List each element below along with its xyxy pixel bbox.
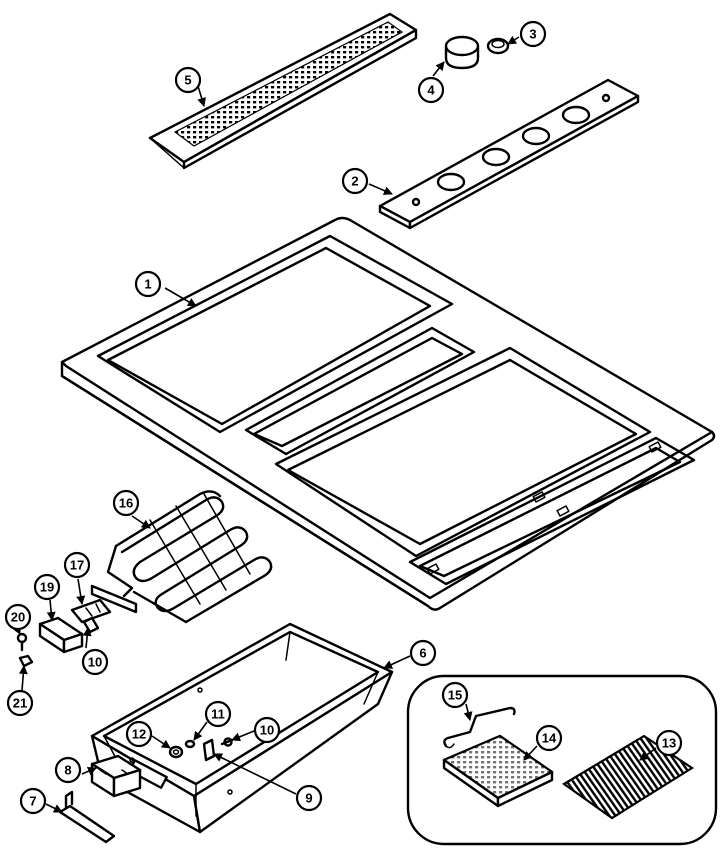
bracket-part	[82, 616, 100, 634]
svg-text:13: 13	[662, 736, 676, 751]
outlet-housing-part	[90, 754, 142, 798]
grate-part	[561, 734, 695, 820]
svg-text:1: 1	[144, 277, 151, 292]
callout-19: 19	[33, 573, 61, 601]
callout-17: 17	[63, 551, 91, 579]
nut-21-part	[18, 654, 34, 668]
svg-text:10: 10	[260, 723, 274, 738]
callout-10-pan: 10	[253, 716, 281, 744]
callout-21: 21	[6, 689, 34, 717]
svg-text:12: 12	[132, 727, 146, 742]
filter-pad-part	[442, 734, 554, 808]
callout-16: 16	[112, 489, 140, 517]
callout-4: 4	[417, 76, 445, 104]
terminal-block-part	[70, 598, 112, 624]
svg-text:14: 14	[542, 731, 557, 746]
callout-10-receptacle: 10	[81, 648, 109, 676]
knob-insert-part	[486, 37, 510, 55]
callout-5: 5	[174, 66, 202, 94]
washer-part	[184, 739, 196, 749]
svg-text:5: 5	[184, 73, 191, 88]
receptacle-part	[38, 616, 84, 654]
svg-text:4: 4	[427, 83, 435, 98]
callout-20: 20	[4, 603, 32, 631]
svg-text:21: 21	[13, 696, 27, 711]
callout-8: 8	[54, 756, 82, 784]
callout-15: 15	[441, 681, 469, 709]
svg-text:15: 15	[448, 688, 462, 703]
control-knob-part	[444, 35, 480, 70]
callout-1: 1	[134, 270, 162, 298]
svg-text:7: 7	[29, 794, 36, 809]
clip-part	[202, 738, 216, 762]
svg-text:2: 2	[351, 174, 358, 189]
callout-9: 9	[295, 784, 323, 812]
leader-lines	[12, 35, 657, 813]
svg-text:9: 9	[305, 791, 312, 806]
svg-text:10: 10	[88, 655, 102, 670]
callout-13: 13	[655, 729, 683, 757]
callout-6: 6	[409, 639, 437, 667]
grommet-part	[168, 745, 184, 759]
accessory-kit-frame	[406, 674, 718, 846]
vent-grille-part	[148, 12, 418, 170]
screw-20-part	[16, 632, 28, 652]
svg-text:16: 16	[119, 496, 133, 511]
screw-10-part	[220, 737, 234, 747]
callout-3: 3	[519, 20, 547, 48]
callout-11: 11	[204, 700, 232, 728]
drip-pan-part	[90, 622, 394, 834]
wire-clip-part	[443, 706, 516, 749]
svg-text:3: 3	[529, 27, 536, 42]
cooktop-frame-part	[60, 216, 716, 611]
svg-text:19: 19	[40, 580, 54, 595]
svg-text:11: 11	[211, 707, 225, 722]
heating-element-part	[90, 490, 273, 624]
callout-2: 2	[341, 167, 369, 195]
mounting-bracket-part	[58, 790, 116, 844]
svg-text:8: 8	[64, 763, 71, 778]
callout-12: 12	[125, 720, 153, 748]
svg-text:6: 6	[419, 646, 426, 661]
svg-text:17: 17	[70, 558, 84, 573]
control-panel-part	[378, 78, 640, 230]
callout-7: 7	[19, 787, 47, 815]
svg-text:20: 20	[11, 610, 25, 625]
callout-14: 14	[535, 724, 563, 752]
